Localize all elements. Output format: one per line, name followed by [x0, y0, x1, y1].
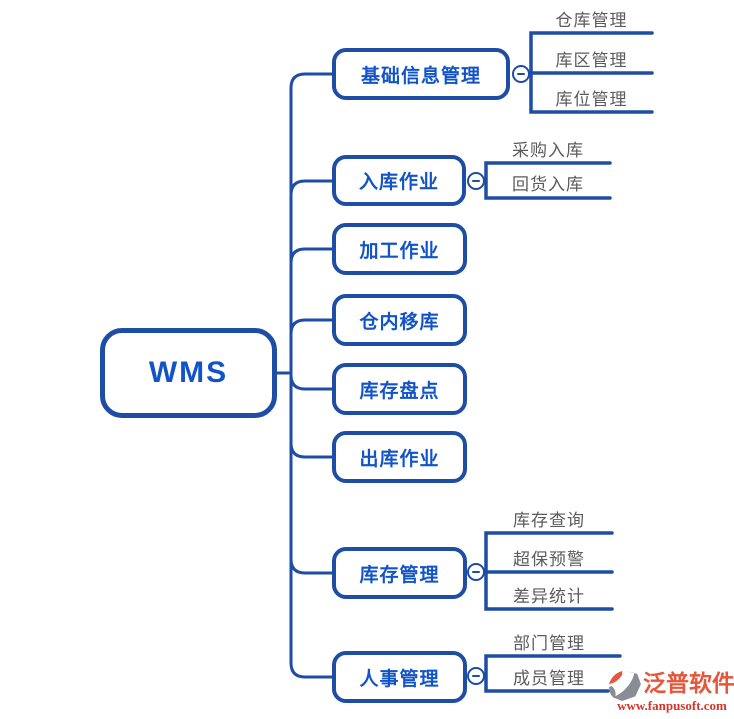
branch-node-label: 库存盘点 — [359, 380, 440, 402]
branch-node-label: 人事管理 — [359, 668, 440, 690]
minus-icon — [472, 179, 480, 183]
branch-node-stocktaking[interactable]: 库存盘点 — [332, 363, 467, 415]
branch-node-label: 库存管理 — [359, 564, 440, 586]
child-topic-expiry-warning[interactable]: 超保预警 — [513, 550, 585, 569]
child-topic-member-mgmt[interactable]: 成员管理 — [513, 669, 585, 688]
branch-node-inbound[interactable]: 入库作业 — [332, 155, 466, 206]
child-topic-return-inbound[interactable]: 回货入库 — [512, 175, 584, 194]
branch-node-basic-info[interactable]: 基础信息管理 — [332, 48, 510, 100]
child-topic-storage-location-mgmt[interactable]: 库位管理 — [555, 90, 628, 109]
child-topic-inventory-query[interactable]: 库存查询 — [513, 511, 585, 530]
child-topic-warehouse-mgmt[interactable]: 仓库管理 — [555, 11, 628, 30]
branch-node-outbound[interactable]: 出库作业 — [332, 431, 467, 483]
fanpusoft-logo-icon — [609, 671, 641, 701]
branch-node-label: 基础信息管理 — [360, 65, 481, 87]
minus-icon — [517, 72, 525, 76]
watermark: 泛普软件 www.fanpusoft.com — [609, 667, 734, 715]
minus-icon — [472, 570, 480, 574]
child-topic-department-mgmt[interactable]: 部门管理 — [513, 634, 585, 653]
branch-node-label: 入库作业 — [358, 172, 439, 193]
collapse-button-inventory-mgmt[interactable] — [467, 563, 485, 581]
branch-node-inventory-mgmt[interactable]: 库存管理 — [332, 547, 467, 599]
root-node-wms[interactable]: WMS — [100, 328, 277, 418]
minus-icon — [472, 674, 480, 678]
collapse-button-inbound[interactable] — [467, 172, 485, 190]
branch-node-label: 出库作业 — [359, 448, 440, 470]
branch-node-warehouse-transfer[interactable]: 仓内移库 — [332, 294, 467, 346]
child-topic-difference-stats[interactable]: 差异统计 — [513, 587, 585, 606]
branch-node-processing[interactable]: 加工作业 — [332, 223, 467, 275]
branch-node-label: 加工作业 — [359, 240, 440, 262]
collapse-button-personnel[interactable] — [467, 667, 485, 685]
collapse-button-basic-info[interactable] — [512, 65, 530, 83]
branch-node-label: 仓内移库 — [359, 311, 440, 333]
child-topic-storage-area-mgmt[interactable]: 库区管理 — [555, 51, 628, 70]
watermark-brand-text: 泛普软件 — [643, 670, 734, 696]
branch-node-personnel[interactable]: 人事管理 — [332, 651, 467, 703]
root-branch-connectors — [275, 72, 336, 679]
watermark-url-text: www.fanpusoft.com — [617, 698, 727, 713]
child-topic-purchase-inbound[interactable]: 采购入库 — [512, 141, 584, 160]
root-node-label: WMS — [148, 356, 229, 389]
